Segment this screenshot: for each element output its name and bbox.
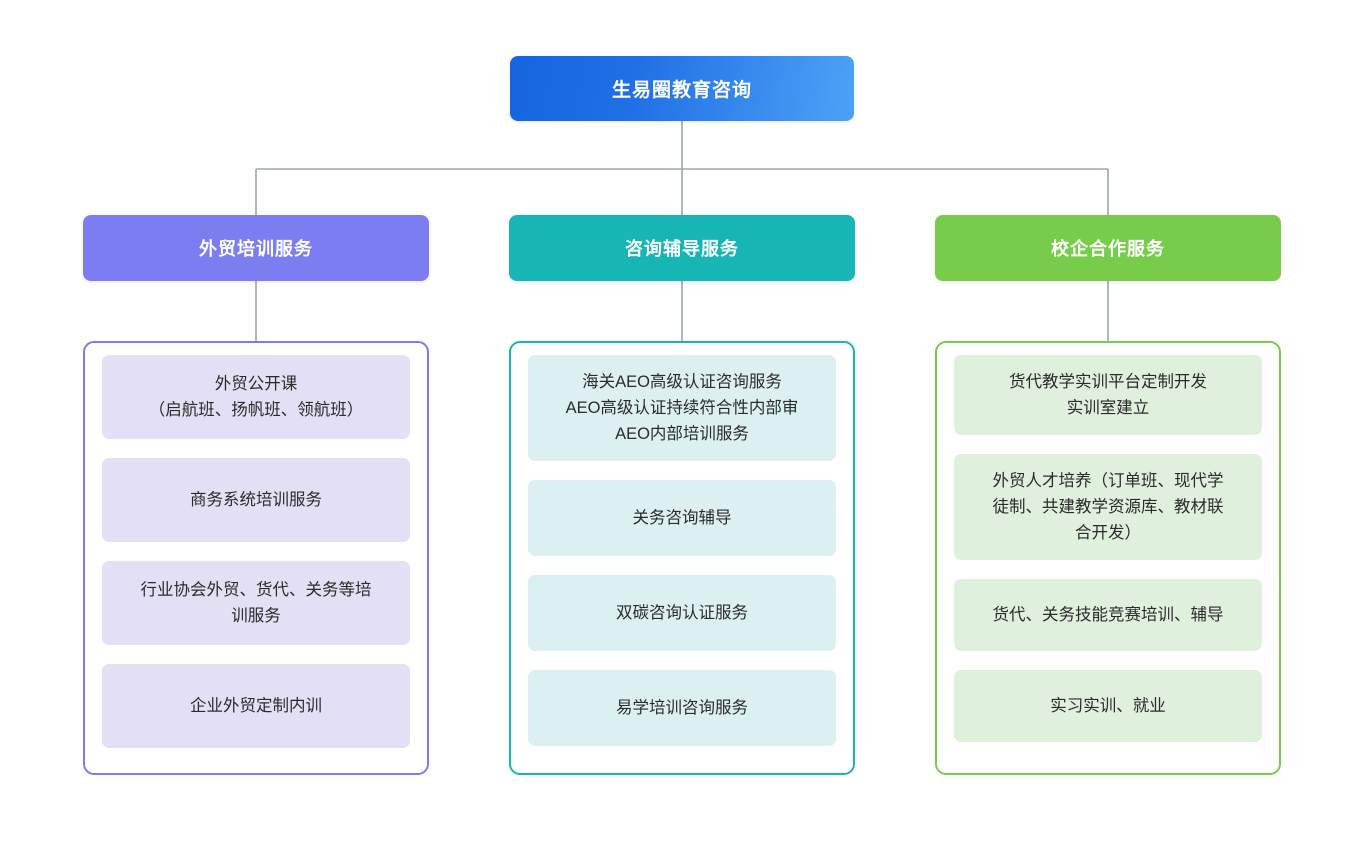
branch-column-咨询辅导服务: 咨询辅导服务 海关AEO高级认证咨询服务 AEO高级认证持续符合性内部审 AEO… <box>509 215 855 775</box>
branch-header-1[interactable]: 咨询辅导服务 <box>509 215 855 281</box>
branch-header-0[interactable]: 外贸培训服务 <box>83 215 429 281</box>
leaf-item[interactable]: 关务咨询辅导 <box>528 480 836 556</box>
branch-body-0: 外贸公开课 （启航班、扬帆班、领航班） 商务系统培训服务 行业协会外贸、货代、关… <box>83 341 429 775</box>
leaf-item[interactable]: 货代、关务技能竞赛培训、辅导 <box>954 579 1262 651</box>
leaf-item[interactable]: 行业协会外贸、货代、关务等培 训服务 <box>102 561 410 645</box>
branch-header-2[interactable]: 校企合作服务 <box>935 215 1281 281</box>
leaf-item[interactable]: 双碳咨询认证服务 <box>528 575 836 651</box>
leaf-item[interactable]: 海关AEO高级认证咨询服务 AEO高级认证持续符合性内部审 AEO内部培训服务 <box>528 355 836 461</box>
leaf-item[interactable]: 易学培训咨询服务 <box>528 670 836 746</box>
branch-column-校企合作服务: 校企合作服务 货代教学实训平台定制开发 实训室建立 外贸人才培养（订单班、现代学… <box>935 215 1281 775</box>
branch-column-外贸培训服务: 外贸培训服务 外贸公开课 （启航班、扬帆班、领航班） 商务系统培训服务 行业协会… <box>83 215 429 775</box>
leaf-item[interactable]: 外贸人才培养（订单班、现代学 徒制、共建教学资源库、教材联 合开发） <box>954 454 1262 560</box>
branch-body-2: 货代教学实训平台定制开发 实训室建立 外贸人才培养（订单班、现代学 徒制、共建教… <box>935 341 1281 775</box>
leaf-item[interactable]: 外贸公开课 （启航班、扬帆班、领航班） <box>102 355 410 439</box>
leaf-item[interactable]: 实习实训、就业 <box>954 670 1262 742</box>
branch-body-1: 海关AEO高级认证咨询服务 AEO高级认证持续符合性内部审 AEO内部培训服务 … <box>509 341 855 775</box>
leaf-item[interactable]: 货代教学实训平台定制开发 实训室建立 <box>954 355 1262 435</box>
leaf-item[interactable]: 商务系统培训服务 <box>102 458 410 542</box>
leaf-item[interactable]: 企业外贸定制内训 <box>102 664 410 748</box>
root-node[interactable]: 生易圈教育咨询 <box>510 56 854 121</box>
